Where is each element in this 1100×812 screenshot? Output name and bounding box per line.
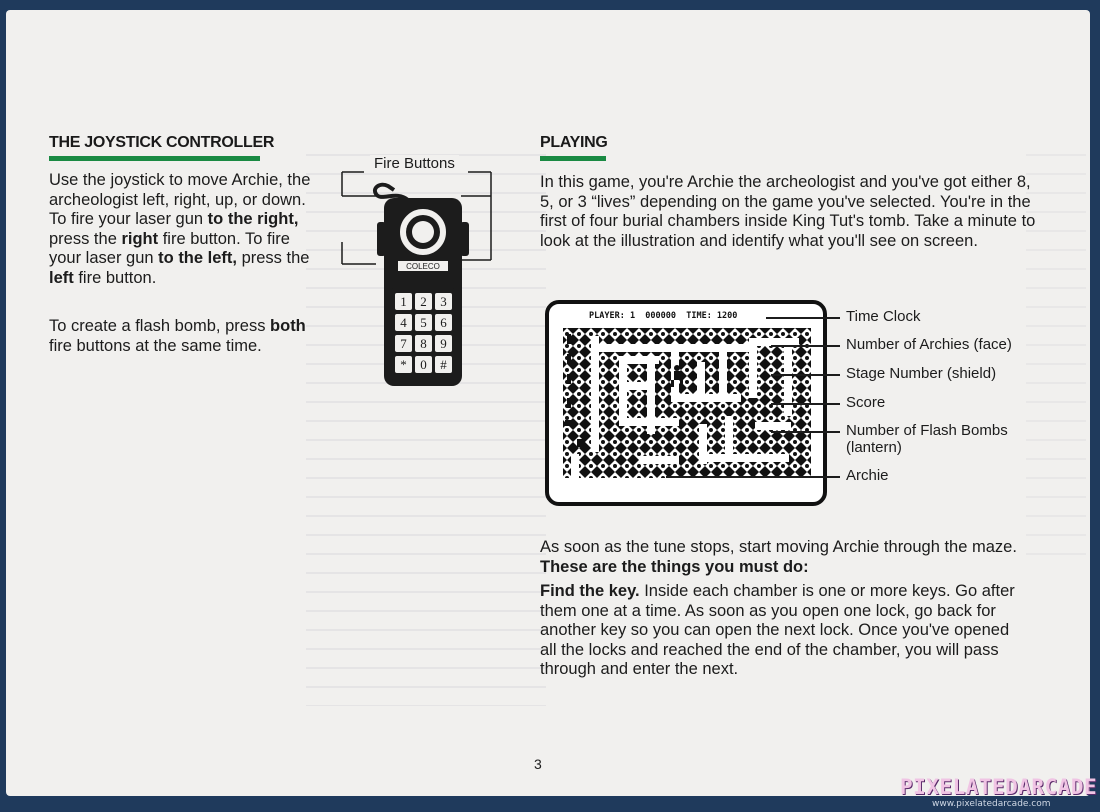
keypad-key xyxy=(395,314,412,331)
archies-label: Number of Archies (face) xyxy=(846,336,1012,353)
joystick-heading-underline xyxy=(49,156,260,161)
keypad-key-label: 7 xyxy=(400,336,407,351)
manual-page: THE JOYSTICK CONTROLLER Use the joystick… xyxy=(6,10,1090,796)
score-leader xyxy=(771,403,840,405)
joystick-heading: THE JOYSTICK CONTROLLER xyxy=(49,134,275,151)
keypad-key xyxy=(435,335,452,352)
keypad-key-label: 0 xyxy=(420,357,427,372)
lantern-icon xyxy=(577,439,585,447)
keypad-key xyxy=(395,335,412,352)
controller-cord xyxy=(373,182,410,202)
keypad-key-label: 3 xyxy=(440,294,447,309)
keypad-key-label: 2 xyxy=(420,294,427,309)
tune-paragraph: As soon as the tune stops, start moving … xyxy=(540,538,1017,576)
keypad-key xyxy=(435,293,452,310)
stage-leader xyxy=(771,374,840,376)
show-through-text-right xyxy=(1026,146,1086,566)
brand-plate xyxy=(398,261,448,271)
flash-bomb-paragraph: To create a flash bomb, press both fire … xyxy=(49,317,306,355)
keypad-key-label: 4 xyxy=(400,315,407,330)
time-clock-label: Time Clock xyxy=(846,308,921,325)
flash-bombs-leader xyxy=(771,431,840,433)
archie-leader xyxy=(666,476,840,478)
find-key-paragraph: Find the key. Inside each chamber is one… xyxy=(540,582,1015,678)
keypad-key xyxy=(435,314,452,331)
score-label: Score xyxy=(846,394,886,411)
time-clock-leader xyxy=(766,317,840,319)
keypad-key xyxy=(415,314,432,331)
joystick-paragraph: Use the joystick to move Archie, the arc… xyxy=(49,171,311,287)
status-column xyxy=(565,334,571,426)
keypad-key xyxy=(415,293,432,310)
flash-bombs-label: Number of Flash Bombs xyxy=(846,422,1008,439)
stage-label: Stage Number (shield) xyxy=(846,365,997,382)
playing-heading-underline xyxy=(540,156,606,161)
keypad-key xyxy=(415,356,432,373)
keypad-key-label: 8 xyxy=(420,336,427,351)
left-fire-button xyxy=(377,222,386,256)
keypad-key xyxy=(395,293,412,310)
keypad-key-label: # xyxy=(440,357,447,372)
intro-paragraph: In this game, you're Archie the archeolo… xyxy=(540,173,1036,250)
right-fire-button xyxy=(460,222,469,256)
fire-buttons-label: Fire Buttons xyxy=(370,155,459,173)
keypad-key-label: 9 xyxy=(440,336,447,351)
archies-leader xyxy=(771,345,840,347)
playing-heading: PLAYING xyxy=(540,134,608,151)
lantern-label: (lantern) xyxy=(846,439,902,456)
keypad-key xyxy=(395,356,412,373)
screen-header: PLAYER: 1 000000 TIME: 1200 xyxy=(589,311,738,321)
keypad-key-label: 5 xyxy=(420,315,427,330)
keypad-key-label: * xyxy=(400,357,407,372)
maze-graphic xyxy=(563,328,811,484)
keypad-key-label: 1 xyxy=(400,294,407,309)
page-number: 3 xyxy=(534,756,542,772)
brand-label: COLECO xyxy=(406,262,440,271)
archie-label: Archie xyxy=(846,467,889,484)
archie-sprite xyxy=(671,365,683,387)
keypad-key xyxy=(435,356,452,373)
watermark-brand: PIXELATEDARCADE xyxy=(900,775,1098,799)
keypad-key xyxy=(415,335,432,352)
joystick-knob xyxy=(412,221,434,243)
keypad-key-label: 6 xyxy=(440,315,447,330)
fire-buttons-bracket xyxy=(341,171,492,264)
watermark-url: www.pixelatedarcade.com xyxy=(932,799,1051,809)
